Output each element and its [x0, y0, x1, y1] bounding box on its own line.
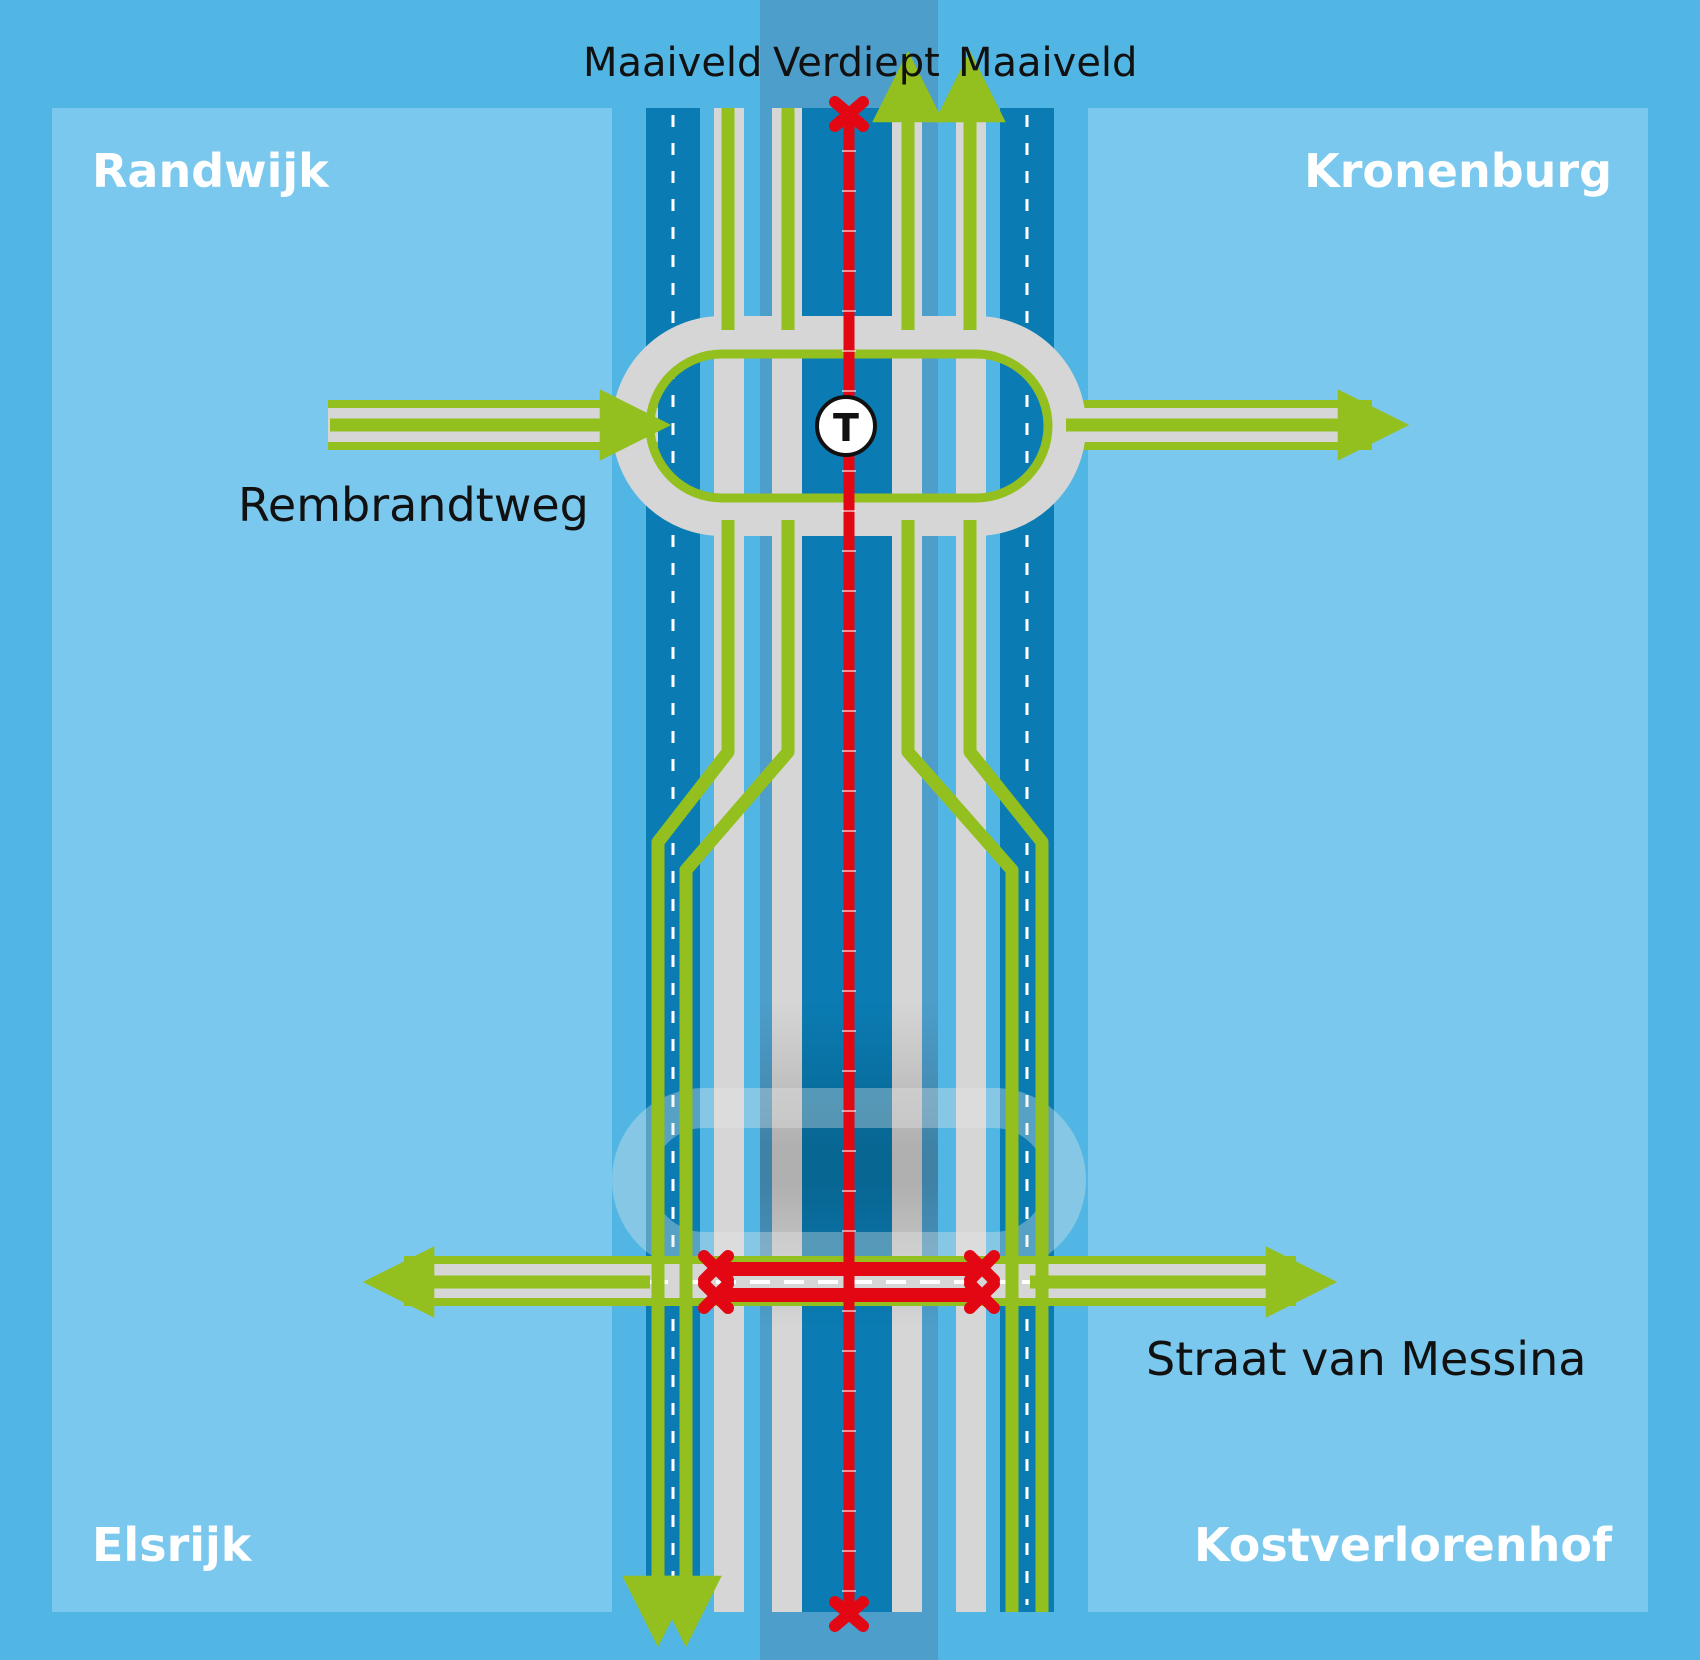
header-verdiept: Verdiept: [773, 40, 940, 86]
street-straat-van-messina: Straat van Messina: [1146, 1332, 1587, 1386]
green-routes: [330, 50, 1410, 1648]
tram-stop-icon: T: [815, 395, 877, 457]
closed-cross-icon: [698, 96, 1000, 1632]
district-area-east: [1088, 108, 1648, 1612]
tram-stop-label: T: [833, 406, 859, 450]
district-area-west: [52, 108, 612, 1612]
header-maaiveld-east: Maaiveld: [958, 40, 1138, 86]
grey-lanes: [714, 108, 986, 1612]
closed-section-messina: [714, 1262, 984, 1302]
district-elsrijk: Elsrijk: [92, 1518, 252, 1572]
street-rembrandtweg: Rembrandtweg: [238, 478, 589, 532]
header-maaiveld-west: Maaiveld: [583, 40, 763, 86]
district-kronenburg: Kronenburg: [1304, 144, 1612, 198]
district-randwijk: Randwijk: [92, 144, 329, 198]
district-kostverlorenhof: Kostverlorenhof: [1193, 1518, 1612, 1572]
